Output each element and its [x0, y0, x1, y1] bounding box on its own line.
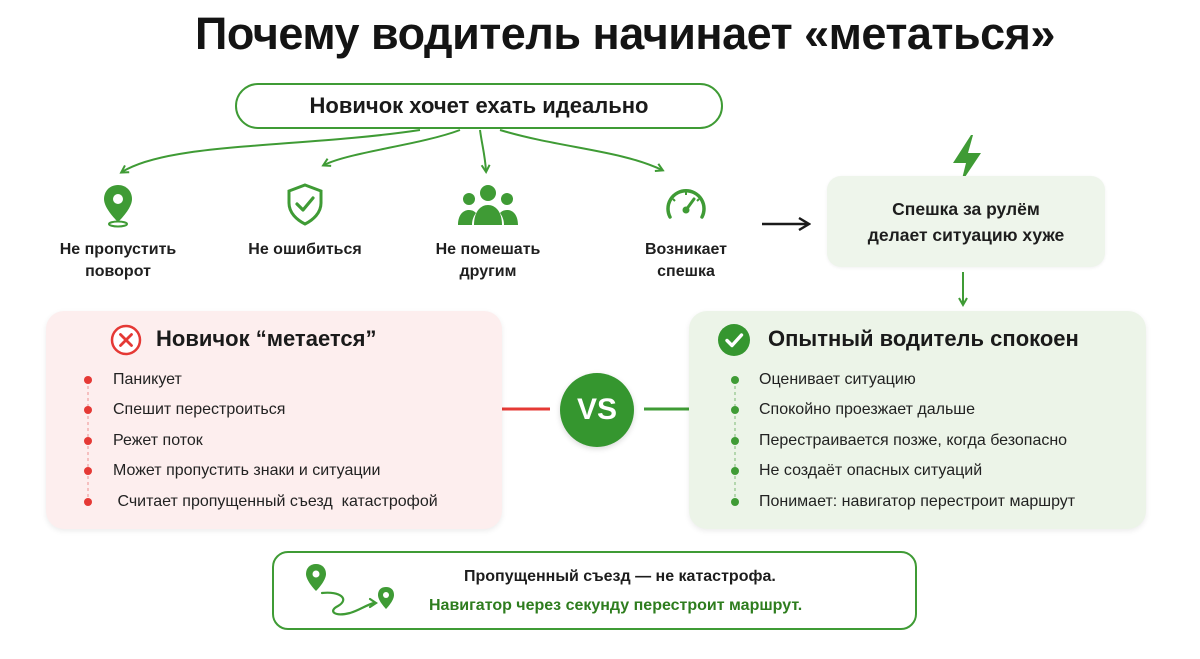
- speedometer-icon: [666, 189, 706, 219]
- map-pin-icon: [104, 185, 132, 228]
- bottom-line-1: Пропущенный съезд — не катастрофа.: [464, 568, 776, 585]
- bullet-dot: [731, 498, 739, 506]
- hurry-box: Спешка за рулём делает ситуацию хуже: [827, 176, 1105, 267]
- root-node: Новичок хочет ехать идеально: [235, 83, 723, 129]
- bullet-dot: [84, 406, 92, 414]
- branch-arrow-2: [324, 129, 461, 165]
- experienced-title: Опытный водитель спокоен: [768, 326, 1079, 351]
- route-reroute-icon: [306, 564, 394, 616]
- want-item-0: Не пропустить поворот: [40, 182, 196, 283]
- bullet-dot: [84, 467, 92, 475]
- bottom-line-2: Навигатор через секунду перестроит маршр…: [429, 597, 803, 614]
- branch-arrow-3: [479, 129, 486, 171]
- want-label: Не ошибиться: [248, 241, 362, 258]
- page-title: Почему водитель начинает «метаться»: [195, 8, 1055, 59]
- bullet-dot: [84, 498, 92, 506]
- lightning-icon: [953, 135, 981, 183]
- bullet-dot: [731, 437, 739, 445]
- experienced-item-3: Не создаёт опасных ситуаций: [759, 462, 983, 479]
- experienced-item-4: Понимает: навигатор перестроит маршрут: [759, 493, 1076, 510]
- check-circle-icon: [718, 324, 750, 356]
- novice-panel: Новичок “метается” Паникует Спешит перес…: [46, 311, 502, 529]
- bullet-dot: [731, 376, 739, 384]
- want-label: Возникает спешка: [645, 241, 727, 280]
- root-node-label: Новичок хочет ехать идеально: [309, 93, 649, 118]
- people-group-icon: [458, 185, 518, 225]
- novice-item-2: Режет поток: [113, 432, 203, 449]
- branch-arrow-4: [499, 129, 662, 170]
- novice-item-3: Может пропустить знаки и ситуации: [113, 462, 381, 479]
- novice-title: Новичок “метается”: [156, 326, 377, 351]
- shield-check-icon: [287, 183, 323, 226]
- want-item-1: Не ошибиться: [232, 182, 378, 261]
- want-label: Не помешать другим: [435, 241, 541, 280]
- novice-item-0: Паникует: [113, 371, 182, 388]
- want-label: Не пропустить поворот: [59, 241, 177, 280]
- branch-arrow-1: [122, 129, 421, 172]
- bullet-dot: [731, 406, 739, 414]
- want-item-3: Возникает спешка: [617, 182, 755, 283]
- bullet-dot: [84, 437, 92, 445]
- bullet-dot: [84, 376, 92, 384]
- bottom-note: Пропущенный съезд — не катастрофа. Навиг…: [272, 551, 917, 630]
- vs-badge: VS: [560, 373, 634, 447]
- novice-item-1: Спешит перестроиться: [113, 401, 286, 418]
- experienced-panel: Опытный водитель спокоен Оценивает ситуа…: [689, 311, 1146, 529]
- bullet-dot: [731, 467, 739, 475]
- experienced-item-0: Оценивает ситуацию: [759, 371, 916, 388]
- hurry-text: Спешка за рулём делает ситуацию хуже: [867, 198, 1065, 245]
- want-item-2: Не помешать другим: [410, 182, 566, 283]
- experienced-item-1: Спокойно проезжает дальше: [759, 401, 976, 418]
- cross-circle-icon: [110, 324, 142, 356]
- experienced-item-2: Перестраивается позже, когда безопасно: [759, 432, 1068, 449]
- novice-item-4: Считает пропущенный съезд катастрофой: [113, 493, 438, 510]
